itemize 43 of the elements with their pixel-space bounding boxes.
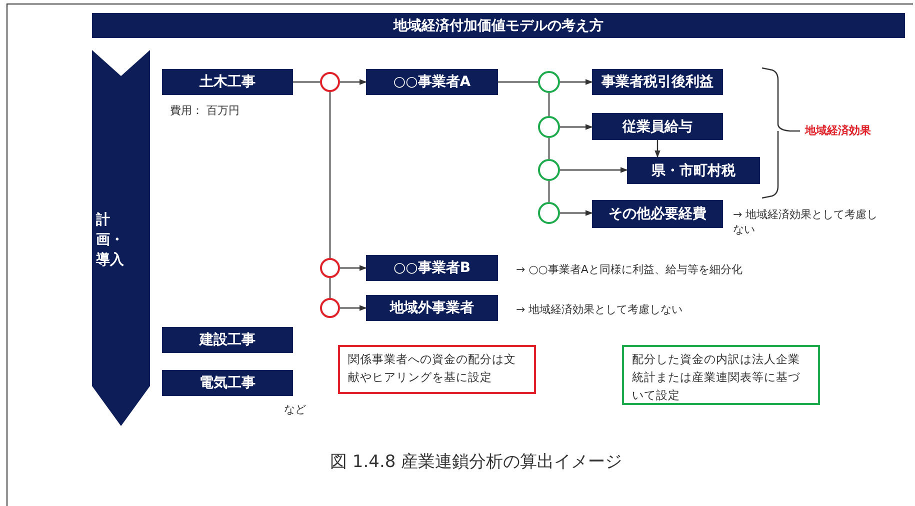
- junction-circle: [538, 159, 560, 181]
- arrow: [560, 167, 628, 173]
- junction-circle: [538, 116, 560, 138]
- process-box: 事業者税引後利益: [592, 69, 723, 95]
- title-bar: 地域経済付加価値モデルの考え方: [92, 13, 905, 38]
- note-box: 関係事業者への資金の配分は文献やヒアリングを基に設定: [338, 345, 536, 394]
- caption: 図 1.4.8 産業連鎖分析の算出イメージ: [330, 451, 622, 473]
- arrow: [340, 79, 367, 85]
- arrow: [560, 124, 593, 130]
- connector-line: [293, 81, 320, 83]
- process-box: 建設工事: [162, 327, 293, 353]
- note-text: など: [284, 402, 306, 417]
- arrow: [340, 265, 367, 271]
- stage-label: 計画・導入: [96, 211, 125, 270]
- note-text: 費用： 百万円: [170, 103, 240, 118]
- note-box: 配分した資金の内訳は法人企業統計または産業連関表等に基づいて設定: [622, 345, 820, 405]
- connector-line: [548, 138, 550, 159]
- process-box: 従業員給与: [592, 113, 723, 140]
- junction-circle: [538, 71, 560, 93]
- junction-circle: [320, 72, 340, 92]
- process-box: 土木工事: [162, 69, 293, 95]
- arrow: [654, 140, 660, 158]
- arrow: [340, 305, 367, 311]
- process-box: 地域外事業者: [366, 295, 498, 321]
- junction-circle: [320, 258, 340, 278]
- process-box: その他必要経費: [592, 200, 723, 228]
- connector-line: [329, 92, 331, 258]
- note-text: → 地域経済効果として考慮しない: [733, 207, 879, 237]
- connector-line: [548, 181, 550, 202]
- note-text: → ○○事業者Aと同様に利益、給与等を細分化: [516, 262, 742, 277]
- process-box: ○○事業者B: [366, 255, 498, 281]
- process-box: 電気工事: [162, 370, 293, 396]
- arrow: [560, 210, 593, 216]
- connector-line: [548, 93, 550, 116]
- effect-label: 地域経済効果: [805, 123, 871, 138]
- junction-circle: [538, 202, 560, 224]
- connector-line: [498, 81, 538, 83]
- arrow: [560, 79, 593, 85]
- note-text: → 地域経済効果として考慮しない: [516, 302, 683, 317]
- connector-line: [329, 278, 331, 298]
- process-box: ○○事業者A: [366, 69, 498, 95]
- junction-circle: [320, 298, 340, 318]
- process-box: 県・市町村税: [627, 157, 760, 184]
